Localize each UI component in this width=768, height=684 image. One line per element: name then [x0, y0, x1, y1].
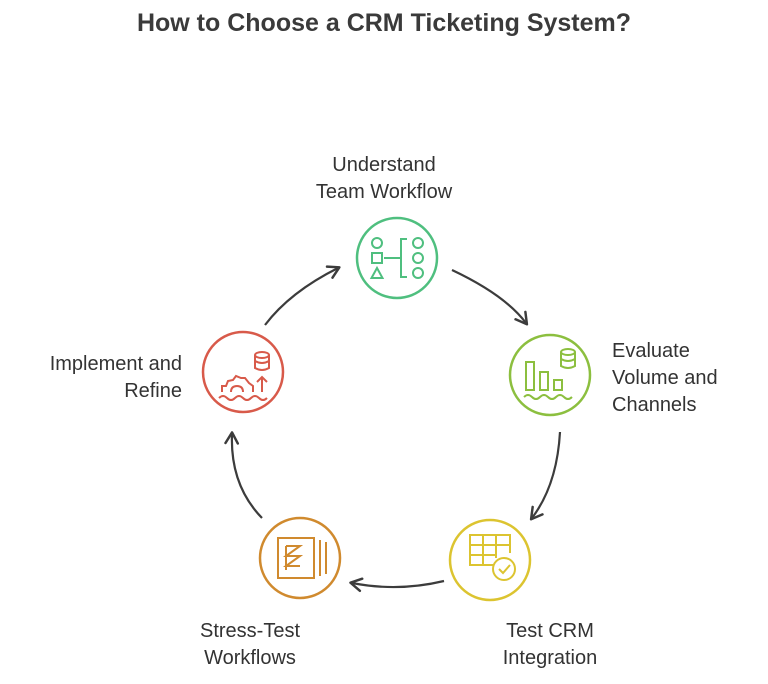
arrow-3-to-4: [349, 577, 445, 593]
step-5-label-line-1: Implement and: [49, 353, 182, 375]
step-2-label-line-1: Evaluate: [612, 340, 690, 362]
step-3-label-line-2: Integration: [502, 647, 598, 669]
step-3-label: Test CRM Integration: [470, 618, 630, 672]
step-5-node: [201, 330, 285, 414]
step-3-circle: [448, 518, 532, 602]
arrow-4-to-5: [224, 431, 263, 519]
gear-database-icon: [218, 351, 270, 401]
document-stack-icon: [277, 537, 327, 579]
step-5-label: Implement and Refine: [0, 351, 182, 405]
arrow-2-to-3: [529, 431, 562, 521]
step-4-label-line-1: Stress-Test: [199, 620, 301, 642]
step-1-label-line-2: Team Workflow: [315, 181, 453, 203]
step-5-circle: [201, 330, 285, 414]
workflow-shapes-icon: [369, 237, 424, 279]
step-2-node: [508, 333, 592, 417]
step-5-label-line-2: Refine: [124, 380, 182, 402]
diagram-title: How to Choose a CRM Ticketing System?: [136, 9, 632, 37]
arrow-5-to-1: [264, 265, 341, 326]
arrow-1-to-2: [451, 269, 529, 326]
bar-chart-database-icon: [523, 348, 576, 400]
step-3-node: [448, 518, 532, 602]
table-check-icon: [469, 534, 516, 581]
step-4-circle: [258, 516, 342, 600]
step-1-label-line-1: Understand: [332, 154, 436, 176]
step-3-label-line-1: Test CRM: [506, 620, 594, 642]
step-2-label-line-3: Channels: [612, 394, 697, 416]
step-1-label: Understand Team Workflow: [284, 152, 484, 206]
step-2-circle: [508, 333, 592, 417]
step-1-node: [355, 216, 439, 300]
step-2-label-line-2: Volume and: [612, 367, 718, 389]
step-4-label: Stress-Test Workflows: [150, 618, 350, 672]
step-2-label: Evaluate Volume and Channels: [612, 338, 718, 419]
step-4-node: [258, 516, 342, 600]
step-4-label-line-2: Workflows: [204, 647, 296, 669]
